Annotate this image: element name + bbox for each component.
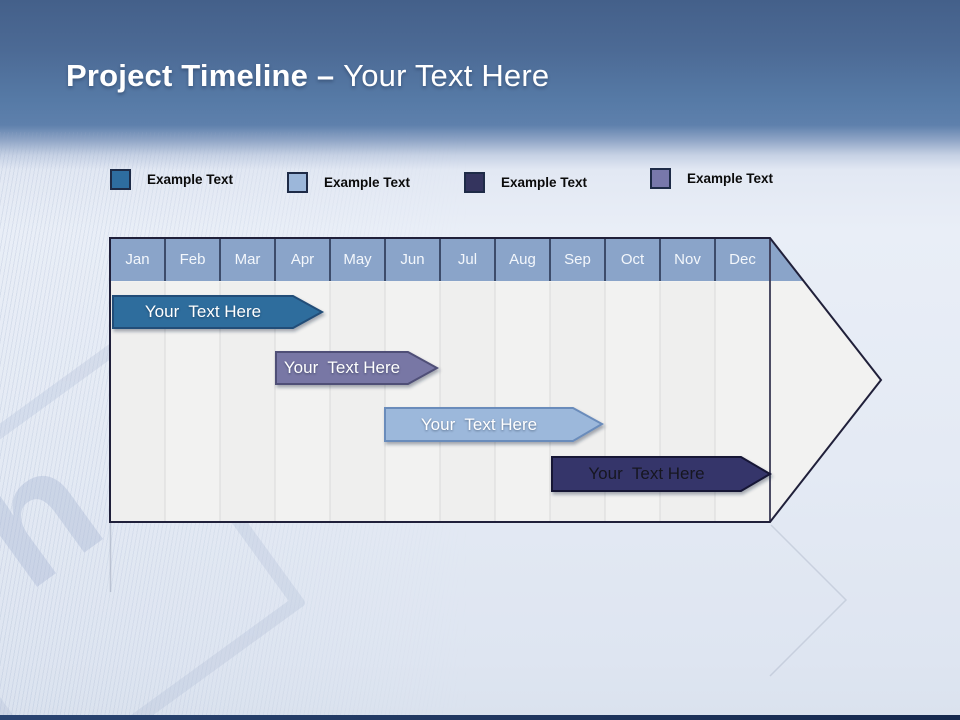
month-cell-mar[interactable]: Mar: [234, 251, 261, 268]
slide-title[interactable]: Project Timeline – Your Text Here: [66, 58, 549, 94]
month-cell-nov[interactable]: Nov: [674, 251, 701, 268]
legend-swatch-icon: [650, 167, 671, 189]
legend-swatch-icon: [110, 168, 131, 190]
month-cell-sep[interactable]: Sep: [564, 251, 591, 268]
legend-item-label: Example Text: [147, 171, 234, 187]
month-cell-jan[interactable]: Jan: [125, 251, 150, 268]
gantt-bar-1[interactable]: [112, 295, 325, 329]
month-header-separators: [164, 239, 716, 281]
legend-item-label: Example Text: [324, 174, 411, 190]
month-cell-aug[interactable]: Aug: [509, 251, 536, 268]
legend-swatch-icon: [464, 171, 485, 193]
month-cell-feb[interactable]: Feb: [179, 251, 206, 268]
legend-item-3[interactable]: Example Text: [464, 171, 587, 193]
legend-item-label: Example Text: [687, 170, 774, 186]
bottom-accent-bar: [0, 715, 960, 720]
legend-item-label: Example Text: [501, 174, 588, 190]
reflection-arrow-edge: [769, 524, 848, 677]
gantt-bar-4[interactable]: [551, 456, 772, 492]
gantt-bar-3[interactable]: [384, 407, 605, 442]
timeline-arrow-outline: [109, 237, 883, 523]
month-cell-jul[interactable]: Jul: [457, 251, 478, 268]
month-cell-may[interactable]: May: [343, 251, 372, 268]
slide-title-bold: Project Timeline –: [66, 58, 344, 93]
month-cell-jun[interactable]: Jun: [400, 251, 425, 268]
month-cell-apr[interactable]: Apr: [290, 251, 315, 268]
legend-swatch-icon: [287, 171, 308, 193]
legend-item-2[interactable]: Example Text: [287, 171, 410, 193]
slide-title-regular: Your Text Here: [343, 58, 550, 93]
month-cell-oct[interactable]: Oct: [620, 251, 645, 268]
gantt-bar-2[interactable]: [275, 351, 440, 385]
month-cell-dec[interactable]: Dec: [729, 251, 756, 268]
month-header-band: [111, 239, 803, 281]
legend-item-4[interactable]: Example Text: [650, 167, 773, 189]
legend-item-1[interactable]: Example Text: [110, 168, 233, 190]
